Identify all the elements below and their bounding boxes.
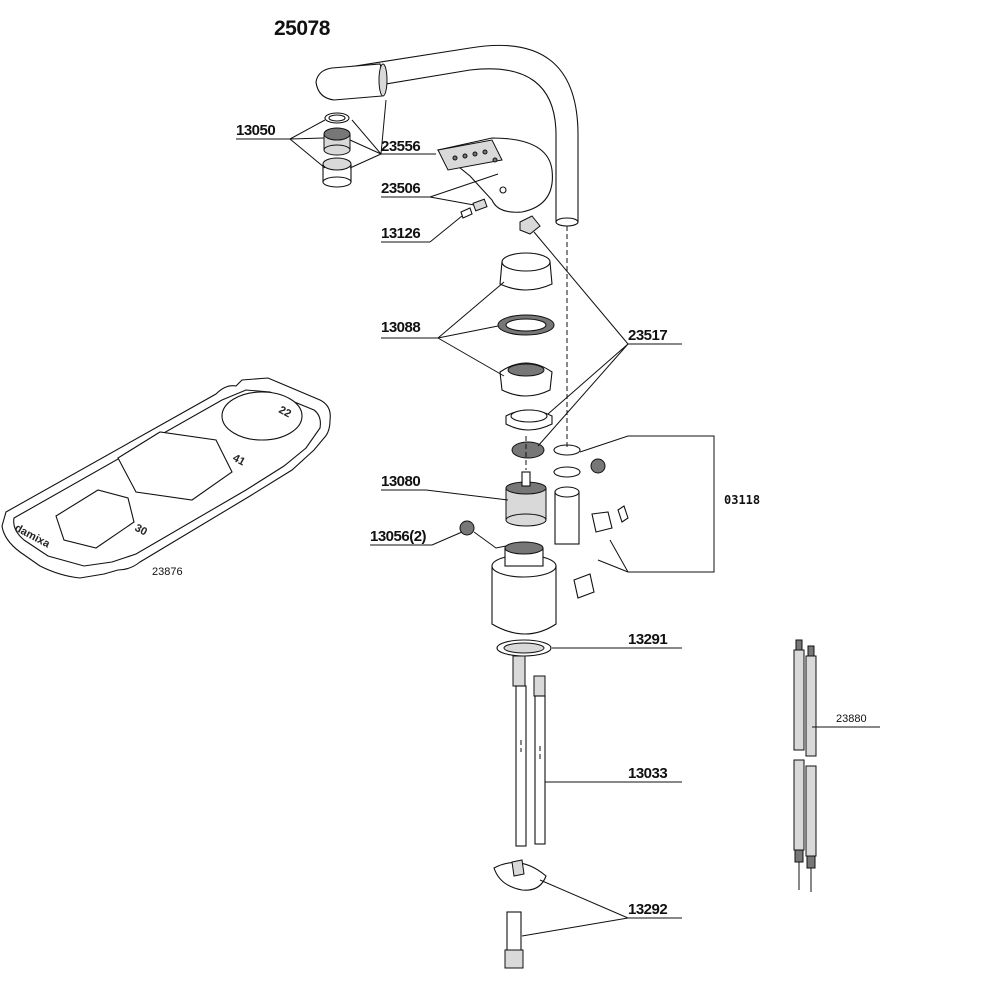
wrench-tool [1, 377, 331, 579]
label-13126: 13126 [381, 225, 420, 242]
filter-part [459, 520, 475, 536]
label-13033: 13033 [628, 765, 667, 782]
label-23506: 23506 [381, 180, 420, 197]
label-23876: 23876 [152, 566, 183, 578]
label-13291: 13291 [628, 631, 667, 648]
small-screws [460, 198, 488, 219]
label-13056: 13056(2) [370, 528, 427, 545]
label-23556: 23556 [381, 138, 420, 155]
label-13050: 13050 [236, 122, 275, 139]
label-13088: 13088 [381, 319, 420, 336]
label-13080: 13080 [381, 473, 420, 490]
spout [315, 44, 579, 227]
mounting-parts [493, 859, 547, 969]
label-03118: 03118 [724, 493, 760, 507]
wrench-size-30: 30 [133, 522, 149, 538]
label-23517: 23517 [628, 327, 667, 344]
diagram-title: 25078 [274, 17, 331, 40]
label-23880: 23880 [836, 713, 867, 725]
clip-top [519, 215, 541, 235]
kit-parts [553, 444, 629, 599]
aerator-parts [322, 112, 352, 188]
supply-pipes [512, 655, 546, 847]
wrench-size-41: 41 [231, 452, 247, 468]
tap-body [491, 541, 557, 657]
label-13292: 13292 [628, 901, 667, 918]
flex-hoses [793, 639, 817, 892]
cover-set [497, 252, 555, 397]
cartridge-parts [505, 409, 553, 527]
wrench-size-22: 22 [277, 404, 293, 420]
